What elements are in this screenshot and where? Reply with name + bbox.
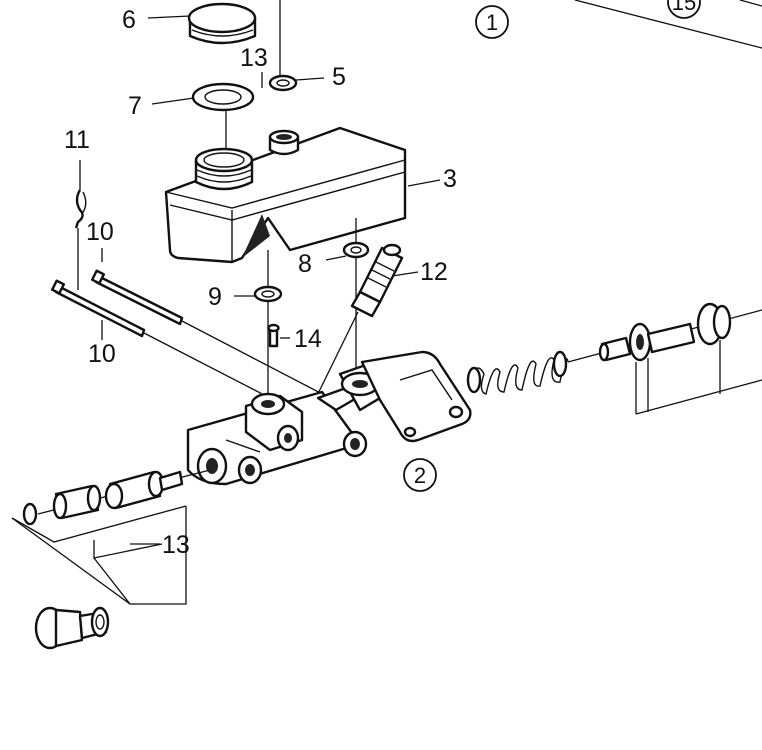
group-13-bracket: [11, 505, 187, 605]
border-lines: [574, 0, 762, 49]
circled-label-2: 2: [403, 458, 437, 492]
label-part-9: 9: [208, 283, 222, 311]
label-part-11: 11: [64, 126, 90, 154]
split-pin: [74, 160, 87, 290]
long-bolt-upper: [90, 269, 184, 326]
label-leaders: [101, 15, 441, 545]
label-part-8: 8: [298, 250, 312, 278]
label-part-12: 12: [420, 258, 448, 286]
label-part-10-upper: 10: [86, 218, 114, 246]
return-spring: [466, 350, 569, 395]
circled-label-1: 1: [475, 5, 509, 39]
label-part-13-bottom: 13: [162, 531, 190, 559]
fluid-reservoir: [164, 126, 407, 264]
washer-9: [253, 250, 283, 395]
washer-8: [342, 218, 370, 372]
reservoir-cap: [187, 0, 281, 80]
circled-label-2-text: 2: [414, 463, 426, 488]
label-part-13-top: 13: [240, 44, 268, 72]
cap-seal-ring: [191, 82, 255, 112]
washer-5: [268, 74, 298, 92]
secondary-piston-assembly: [22, 469, 211, 526]
bolt-leader-lines: [143, 320, 331, 399]
circled-label-15-text: 15: [672, 0, 696, 15]
label-part-7: 7: [128, 92, 142, 120]
label-part-14: 14: [294, 325, 322, 353]
pin-14: [267, 323, 280, 348]
label-part-6: 6: [122, 6, 136, 34]
stop-bolt: [34, 606, 110, 650]
warning-switch: [309, 243, 404, 411]
circled-label-15: 15: [667, 0, 701, 19]
long-bolt-lower: [50, 279, 146, 338]
label-part-10-lower: 10: [88, 340, 116, 368]
label-part-3: 3: [443, 165, 457, 193]
label-part-5: 5: [332, 63, 346, 91]
circled-label-1-text: 1: [486, 10, 498, 35]
primary-piston-assembly: [567, 302, 762, 415]
master-cylinder-body: [186, 350, 472, 486]
